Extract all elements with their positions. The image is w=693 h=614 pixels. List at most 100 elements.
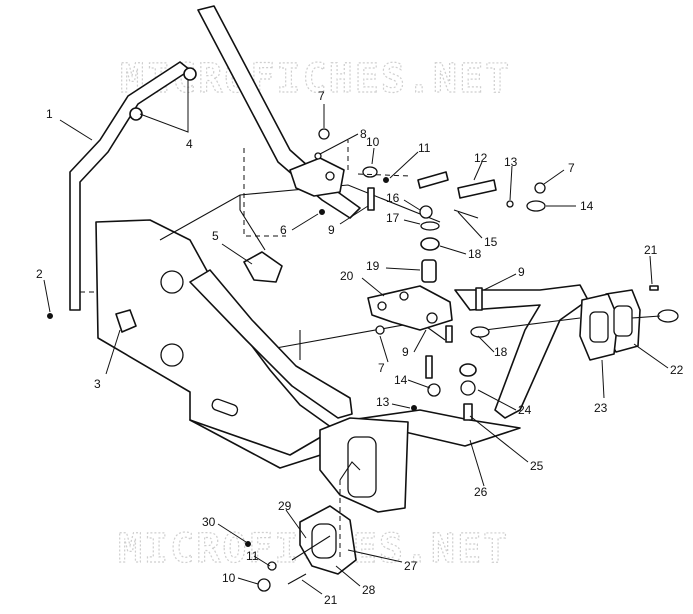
dashed-guide-8: [243, 148, 286, 237]
bracket-28-window: [311, 523, 337, 559]
washer-8: [314, 152, 322, 160]
callout-17: 17: [386, 211, 400, 225]
callout-11-top: 11: [418, 141, 431, 155]
link-plate-hole-3: [426, 312, 438, 324]
leader-lines: [43, 80, 669, 595]
bracket-window: [347, 436, 377, 498]
callout-26: 26: [474, 485, 488, 499]
callout-13-top: 13: [504, 155, 518, 169]
side-plate-left: [95, 219, 336, 463]
callout-4: 4: [186, 137, 193, 151]
washer-14-low: [427, 383, 441, 397]
spring-25: [463, 403, 473, 421]
bolt-9-right: [475, 287, 483, 311]
callout-30: 30: [202, 515, 216, 529]
callout-18-mid: 18: [494, 345, 508, 359]
nut-11: [383, 177, 389, 183]
watermark-top: MICROFICHES.NET: [120, 56, 511, 102]
nut-7-right: [534, 182, 546, 194]
callout-12: 12: [474, 151, 488, 165]
callout-3: 3: [94, 377, 101, 391]
washer-11-low: [267, 561, 277, 571]
plate-hole-lower: [160, 343, 184, 367]
callout-28: 28: [362, 583, 376, 597]
frame-top-edge: [159, 184, 441, 241]
tie-rod-lower: [484, 317, 581, 331]
callout-10-low: 10: [222, 571, 236, 585]
pin-15: [453, 209, 479, 219]
callout-5: 5: [212, 229, 219, 243]
clip-21-right: [649, 285, 659, 291]
clamp-5: [243, 251, 283, 283]
callout-24: 24: [518, 403, 532, 417]
pin-6: [319, 209, 325, 215]
link-plate-hole-2: [377, 301, 387, 311]
rod-12: [457, 179, 497, 199]
nut-13-low: [411, 405, 417, 411]
callout-20: 20: [340, 269, 354, 283]
callout-18-top: 18: [468, 247, 482, 261]
callout-25: 25: [530, 459, 544, 473]
callout-23: 23: [594, 401, 608, 415]
frame-back-edge: [239, 195, 266, 251]
callout-numbers: 1 2 3 4 5 6 7 7 7 8 9 9 9 10 10 11 11 12…: [36, 89, 684, 607]
bolt-9-top: [367, 187, 375, 211]
screw-2: [47, 313, 53, 319]
link-plate-hole-1: [399, 291, 409, 301]
right-frame-rail: [454, 284, 589, 419]
callout-1: 1: [46, 107, 53, 121]
nut-plate-3: [115, 309, 137, 333]
callout-7-mid: 7: [378, 361, 385, 375]
tie-rod-right: [631, 315, 661, 319]
callout-29: 29: [278, 499, 292, 513]
callout-15: 15: [484, 235, 498, 249]
callout-2: 2: [36, 267, 43, 281]
pin-30: [245, 541, 251, 547]
bolt-9-mid: [445, 325, 453, 343]
spacer-19: [421, 259, 437, 283]
callout-8: 8: [360, 127, 367, 141]
callout-21-low: 21: [324, 593, 338, 607]
rod-end-18b: [470, 326, 490, 338]
callout-19: 19: [366, 259, 380, 273]
callout-21-right: 21: [644, 243, 658, 257]
callout-7-top: 7: [318, 89, 325, 103]
callout-6: 6: [280, 223, 287, 237]
bushing-18: [420, 237, 440, 251]
callout-9-mid: 9: [402, 345, 409, 359]
rod-upper-link: [339, 461, 361, 481]
grommet-24: [460, 380, 476, 396]
nut-13-top: [506, 200, 514, 208]
callout-10-top: 10: [366, 135, 380, 149]
bolt-9-low: [425, 355, 433, 379]
callout-16: 16: [386, 191, 400, 205]
callout-27: 27: [404, 559, 418, 573]
bushing-18b: [459, 363, 477, 377]
rod-end-right: [657, 309, 679, 323]
tube-lower-section: [189, 269, 353, 419]
rod-end-10-low: [257, 578, 271, 592]
grommet-4b: [183, 67, 197, 81]
plate-22-slot: [613, 305, 633, 337]
rod-end-14: [526, 200, 546, 212]
rod-end-10: [362, 166, 378, 178]
callout-13-low: 13: [376, 395, 390, 409]
callout-22: 22: [670, 363, 684, 377]
plate-slot: [211, 398, 239, 417]
rod-29: [291, 535, 331, 561]
plate-23-slot: [589, 311, 609, 343]
plate-hole-upper: [160, 270, 184, 294]
grommet-4a: [129, 107, 143, 121]
bracket-8-hole: [325, 171, 335, 181]
callout-11-low: 11: [246, 549, 259, 563]
callout-9-right: 9: [518, 265, 525, 279]
nut-16: [419, 205, 433, 219]
clip-21-low: [287, 573, 307, 585]
callout-14-low: 14: [394, 373, 408, 387]
nut-7-mid: [375, 325, 385, 335]
callout-7-right: 7: [568, 161, 575, 175]
callout-9-top: 9: [328, 223, 335, 237]
rod-12-sleeve: [417, 171, 449, 189]
washer-17: [420, 221, 440, 231]
